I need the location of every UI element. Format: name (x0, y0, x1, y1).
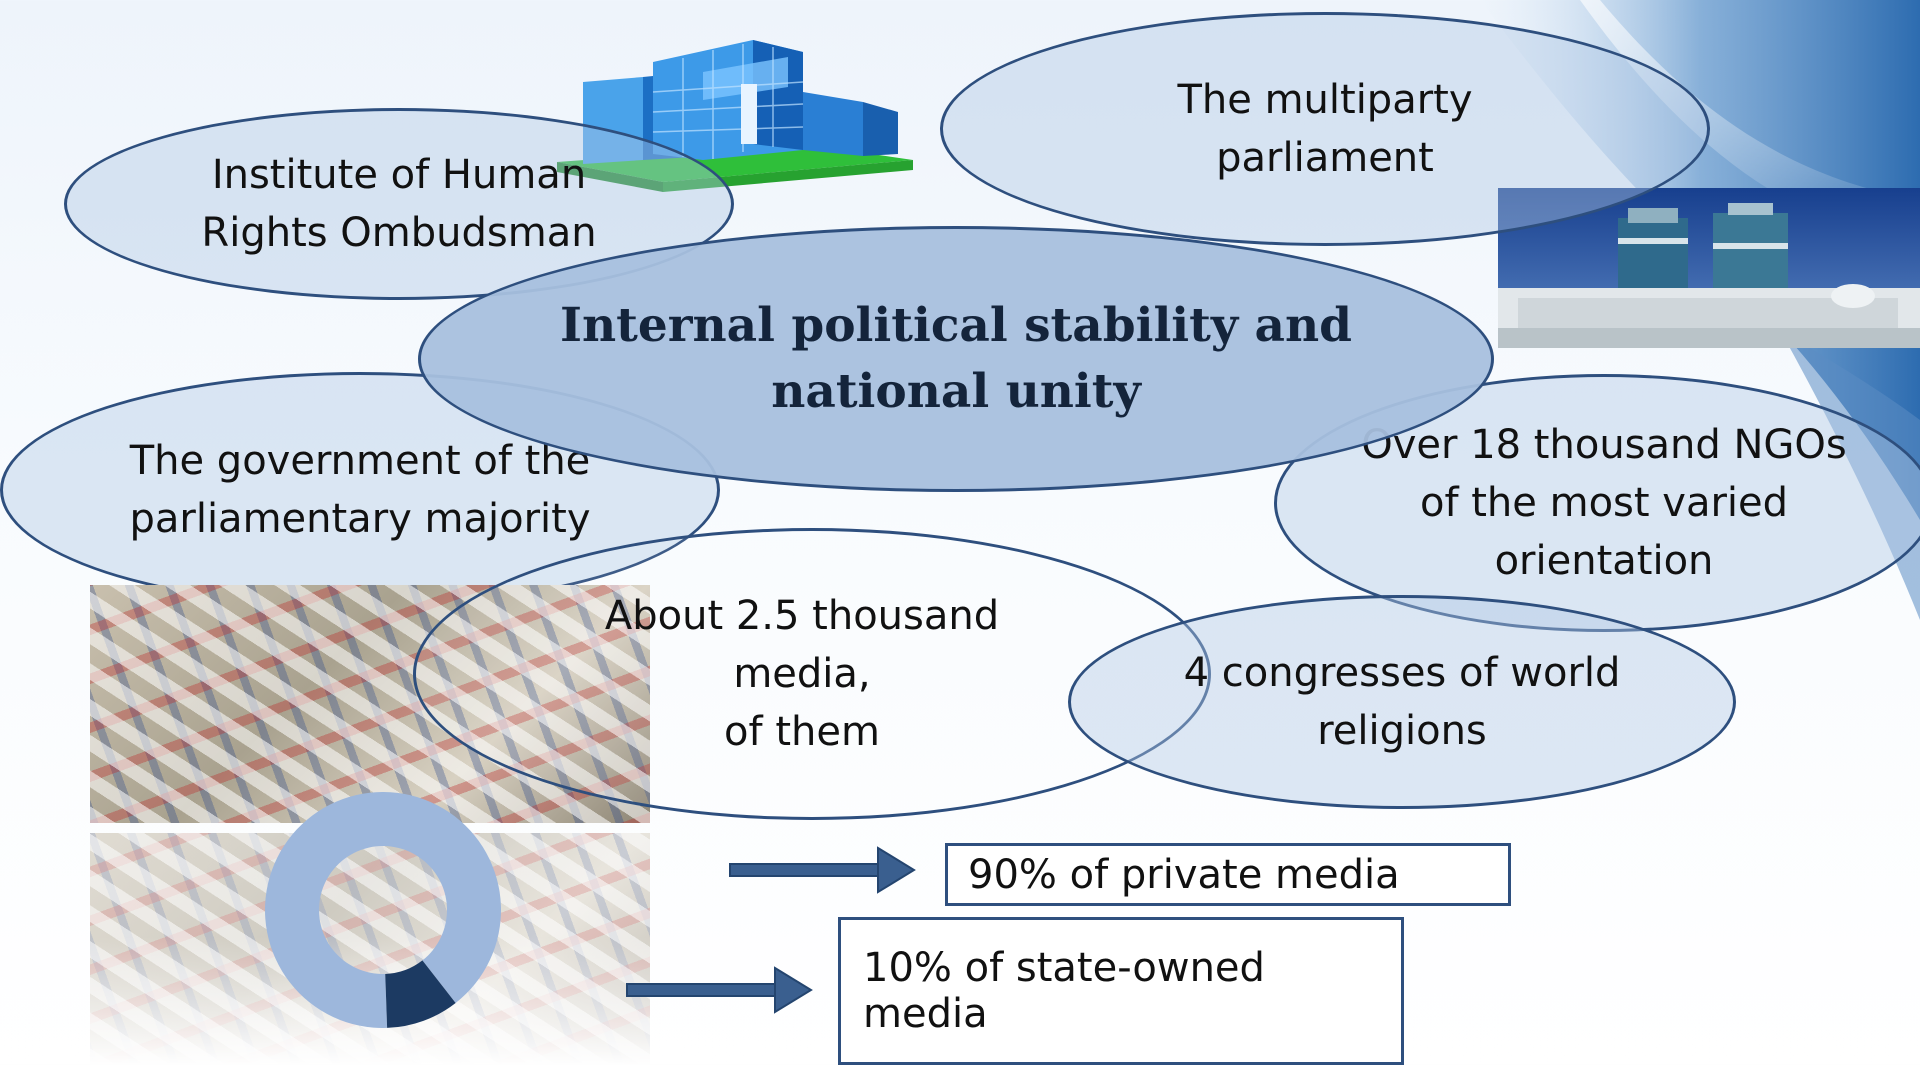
node-parliament-label: The multiparty parliament (1177, 77, 1473, 181)
central-node-label: Internal political stability and nationa… (559, 298, 1353, 419)
arrow-to-private-media (729, 846, 916, 894)
node-religions-label: 4 congresses of world religions (1183, 650, 1621, 754)
media-share-donut-chart (265, 792, 501, 1028)
donut-slice-private (265, 792, 501, 1028)
node-religions: 4 congresses of world religions (1068, 595, 1736, 809)
node-government-label: The government of the parliamentary majo… (129, 438, 591, 542)
node-ngos: Over 18 thousand NGOs of the most varied… (1274, 374, 1920, 632)
private-media-label-box: 90% of private media (945, 843, 1511, 906)
node-ngos-label: Over 18 thousand NGOs of the most varied… (1361, 422, 1847, 584)
node-media: About 2.5 thousand media, of them (413, 528, 1211, 820)
node-parliament: The multiparty parliament (940, 12, 1710, 246)
arrow-to-state-media (626, 966, 813, 1014)
private-media-label: 90% of private media (968, 851, 1400, 898)
node-media-label: About 2.5 thousand media, of them (604, 593, 1000, 755)
central-node: Internal political stability and nationa… (418, 226, 1494, 492)
donut-slice-state (385, 960, 456, 1028)
state-media-label: 10% of state-owned media (863, 945, 1265, 1037)
node-ombudsman-label: Institute of Human Rights Ombudsman (201, 152, 597, 256)
state-media-label-box: 10% of state-owned media (838, 917, 1404, 1065)
